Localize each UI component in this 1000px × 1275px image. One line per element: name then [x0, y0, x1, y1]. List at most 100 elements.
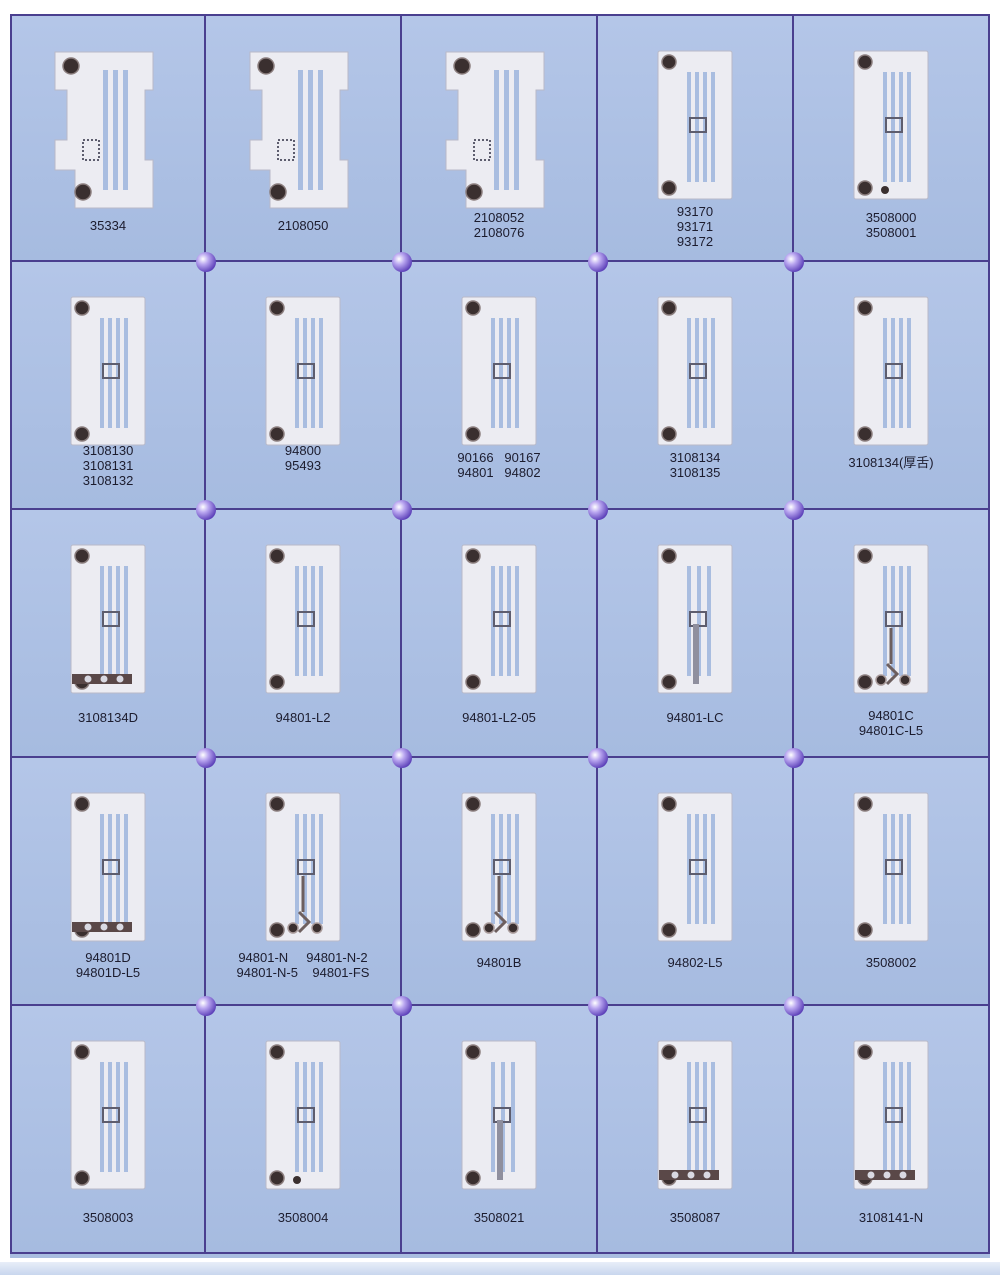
part-number-label: 94801C 94801C-L5	[858, 708, 924, 738]
needle-hole	[297, 363, 315, 379]
screw	[84, 923, 92, 931]
feed-slot	[108, 318, 112, 428]
throat-plate-image	[70, 792, 146, 942]
plate-body	[461, 1040, 537, 1190]
grid-junction-dot	[392, 500, 412, 520]
throat-plate-image	[657, 1040, 733, 1190]
throat-plate-image	[853, 296, 929, 446]
mount-hole	[269, 796, 285, 812]
catalog-cell: 3108134 3108135	[598, 262, 794, 510]
catalog-cell: 94801D 94801D-L5	[10, 758, 206, 1006]
part-number-label: 94801-LC	[666, 710, 724, 725]
footer-band	[0, 1262, 1000, 1275]
feed-slot	[499, 566, 503, 676]
throat-plate-image	[657, 296, 733, 446]
needle-hole	[102, 611, 120, 627]
feed-slot	[711, 1062, 715, 1172]
throat-plate-image	[265, 792, 341, 942]
grid-junction-dot	[196, 252, 216, 272]
screw	[867, 1171, 875, 1179]
part-number-label: 94802-L5	[667, 955, 723, 970]
part-number-label: 94801-N 94801-N-2 94801-N-5 94801-FS	[236, 950, 370, 980]
grid-junction-dot	[196, 996, 216, 1016]
center-guide	[497, 1120, 503, 1180]
mount-hole	[857, 796, 873, 812]
feed-slot	[303, 566, 307, 676]
screw	[703, 1171, 711, 1179]
mount-hole	[269, 426, 285, 442]
mount-hole	[857, 54, 873, 70]
catalog-cell: 3108134(厚舌)	[794, 262, 990, 510]
feed-slot	[711, 318, 715, 428]
feed-slot	[501, 1062, 505, 1172]
mount-hole	[857, 1044, 873, 1060]
feed-slot	[891, 566, 895, 676]
feed-slot	[494, 70, 499, 190]
feed-slot	[907, 814, 911, 924]
feed-slot	[123, 70, 128, 190]
feed-slot	[695, 72, 699, 182]
catalog-cell: 35334	[10, 14, 206, 262]
feed-slot	[124, 566, 128, 676]
catalog-cell: 3108141-N	[794, 1006, 990, 1254]
grid-junction-dot	[392, 748, 412, 768]
throat-plate-image	[853, 544, 929, 694]
screw	[287, 922, 299, 934]
mount-hole	[661, 796, 677, 812]
part-number-label: 94800 95493	[284, 443, 322, 473]
needle-hole	[689, 117, 707, 133]
guide-attachment	[493, 876, 508, 934]
needle-hole	[102, 859, 120, 875]
needle-hole	[885, 611, 903, 627]
feed-slot	[319, 814, 323, 924]
throat-plate-image	[249, 51, 349, 209]
feed-slot	[124, 1062, 128, 1172]
grid-junction-dot	[784, 996, 804, 1016]
mount-hole	[74, 1170, 90, 1186]
feed-slot	[308, 70, 313, 190]
part-number-label: 2108052 2108076	[473, 210, 525, 240]
feed-slot	[891, 1062, 895, 1172]
feed-slot	[113, 70, 118, 190]
feed-slot	[318, 70, 323, 190]
feed-slot	[499, 814, 503, 924]
mount-hole	[857, 674, 873, 690]
needle-hole	[102, 1107, 120, 1123]
catalog-cell: 3508002	[794, 758, 990, 1006]
mount-hole	[74, 300, 90, 316]
part-number-label: 94801-L2-05	[462, 710, 536, 725]
feed-slot	[697, 566, 701, 676]
feed-slot	[303, 1062, 307, 1172]
screw	[84, 675, 92, 683]
mount-hole	[465, 548, 481, 564]
feed-slot	[124, 814, 128, 924]
mount-hole	[661, 548, 677, 564]
feed-slot	[108, 814, 112, 924]
grid-junction-dot	[588, 252, 608, 272]
catalog-cell: 2108050	[206, 14, 402, 262]
throat-plate-image	[461, 1040, 537, 1190]
feed-slot	[891, 72, 895, 182]
screw	[507, 922, 519, 934]
needle-hole	[689, 363, 707, 379]
throat-plate-image	[445, 51, 545, 209]
mount-hole	[857, 300, 873, 316]
grid-junction-dot	[588, 996, 608, 1016]
throat-plate-image	[853, 1040, 929, 1190]
mount-hole	[661, 426, 677, 442]
part-number-label: 2108050	[277, 218, 329, 233]
feed-slot	[103, 70, 108, 190]
feed-slot	[303, 814, 307, 924]
throat-plate-image	[265, 1040, 341, 1190]
grid-junction-dot	[392, 252, 412, 272]
part-number-label: 3108134D	[78, 710, 138, 725]
part-number-label: 3108141-N	[858, 1210, 924, 1225]
mount-hole	[269, 183, 287, 201]
throat-plate-image	[853, 50, 929, 200]
screw	[881, 186, 889, 194]
part-number-label: 3508000 3508001	[865, 210, 917, 240]
catalog-cell: 94801-L2	[206, 510, 402, 758]
catalog-cell: 94802-L5	[598, 758, 794, 1006]
screw	[100, 923, 108, 931]
mount-hole	[857, 426, 873, 442]
